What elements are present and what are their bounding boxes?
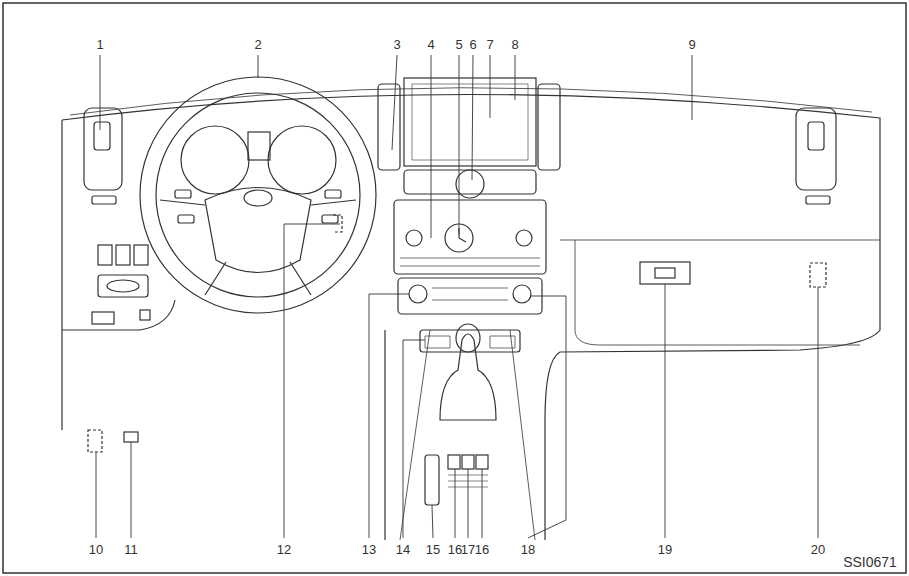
gauge bbox=[181, 126, 249, 194]
frame bbox=[3, 3, 906, 573]
callout-number: 20 bbox=[811, 543, 825, 556]
callout-number: 9 bbox=[688, 38, 695, 51]
hood-release bbox=[124, 432, 138, 442]
callout-number: 15 bbox=[426, 543, 440, 556]
gauge bbox=[268, 126, 336, 194]
side-vent bbox=[84, 108, 122, 190]
controller-knob bbox=[456, 170, 484, 198]
climate-panel bbox=[398, 278, 542, 314]
glovebox-handle bbox=[640, 262, 690, 284]
callout-number: 6 bbox=[469, 38, 476, 51]
callout-number: 17 bbox=[461, 543, 475, 556]
callout-number: 14 bbox=[396, 543, 410, 556]
leader-lines bbox=[96, 55, 818, 538]
switch bbox=[476, 455, 488, 469]
callout-number: 11 bbox=[124, 543, 138, 556]
callout-number: 13 bbox=[362, 543, 376, 556]
callout-number: 2 bbox=[254, 38, 261, 51]
callout-number: 3 bbox=[393, 38, 400, 51]
callout-number: 4 bbox=[427, 38, 434, 51]
switch bbox=[448, 455, 460, 469]
callout-number: 10 bbox=[89, 543, 103, 556]
dashboard-outline bbox=[62, 94, 880, 540]
hidden-item bbox=[810, 263, 826, 287]
wheel-hub bbox=[205, 188, 311, 273]
callout-number: 1 bbox=[96, 38, 103, 51]
callout-number: 16 bbox=[475, 543, 489, 556]
hidden-item bbox=[88, 430, 102, 452]
callout-number: 12 bbox=[277, 543, 291, 556]
figure-code: SSI0671 bbox=[843, 555, 897, 569]
steering-wheel bbox=[140, 77, 376, 313]
callout-number: 16 bbox=[448, 543, 462, 556]
center-vent bbox=[538, 84, 560, 170]
callout-number: 7 bbox=[486, 38, 493, 51]
callout-number: 5 bbox=[455, 38, 462, 51]
callout-number: 8 bbox=[511, 38, 518, 51]
side-vent bbox=[796, 108, 836, 190]
callout-number: 18 bbox=[521, 543, 535, 556]
audio-panel bbox=[394, 200, 546, 274]
callout-number: 19 bbox=[658, 543, 672, 556]
switch bbox=[462, 455, 474, 469]
display-screen bbox=[404, 78, 536, 166]
console-item bbox=[425, 455, 439, 505]
center-vent bbox=[378, 84, 400, 170]
gear-shifter bbox=[440, 334, 496, 420]
